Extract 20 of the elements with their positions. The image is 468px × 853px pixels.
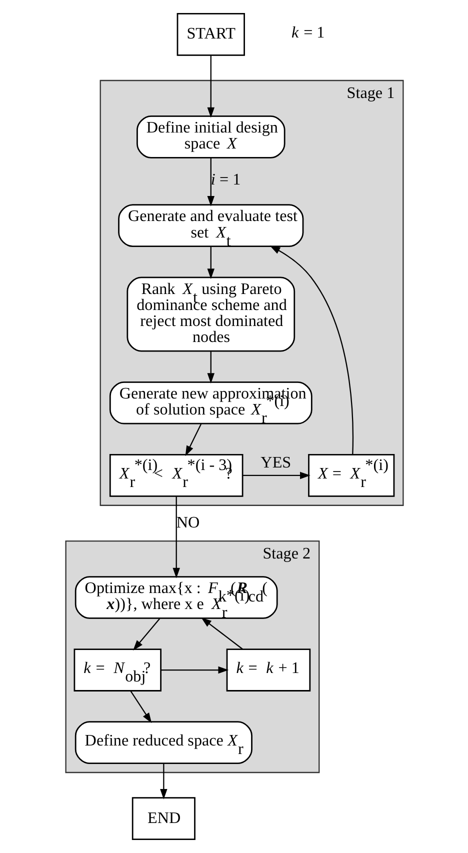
label: k = 1 — [290, 24, 324, 42]
arrow — [160, 763, 167, 800]
arrow — [160, 666, 228, 674]
arrow — [200, 618, 242, 650]
arrow — [184, 424, 202, 456]
node-box: Define initial design space X — [136, 116, 285, 158]
arrow — [206, 55, 214, 118]
arrow — [242, 472, 310, 480]
edge-label: i = 1 — [210, 171, 240, 188]
arrow — [172, 496, 180, 578]
arrow — [130, 690, 152, 724]
arrow — [269, 246, 353, 455]
edge-label: YES — [260, 454, 291, 472]
node-box: END — [131, 797, 195, 840]
arrow — [132, 618, 160, 650]
node-box: k = k + 1 — [226, 648, 310, 692]
arrow — [206, 352, 214, 384]
arrow — [206, 246, 214, 279]
node-box: START — [176, 13, 244, 56]
arrow — [206, 158, 214, 206]
